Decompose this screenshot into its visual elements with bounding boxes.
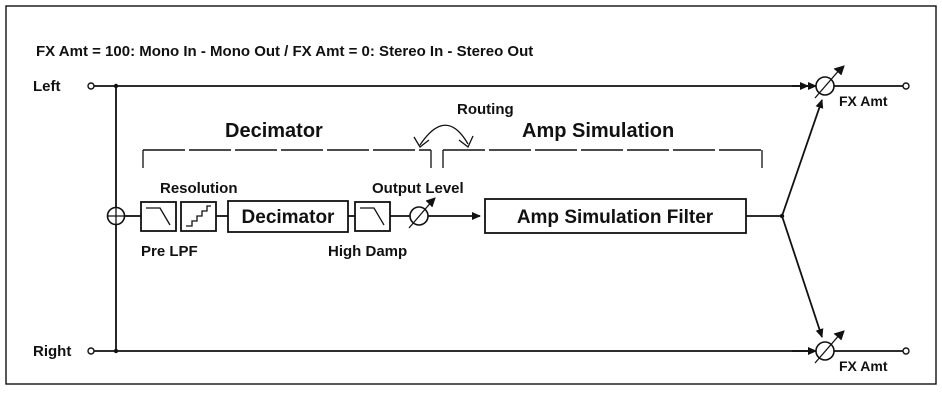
- resolution-label: Resolution: [160, 180, 238, 197]
- summing-junction-icon: [106, 206, 126, 226]
- decimator-section-label: Decimator: [225, 120, 323, 142]
- pre-lpf-icon: [140, 201, 177, 232]
- fx-amt-top-label: FX Amt: [839, 93, 888, 109]
- fx-amt-bottom-label: FX Amt: [839, 358, 888, 374]
- pre-lpf-label: Pre LPF: [141, 243, 198, 260]
- split-to-left-arrow: [781, 99, 824, 217]
- amp-simulation-section-label: Amp Simulation: [522, 120, 674, 142]
- routing-swap-icon: [413, 124, 474, 149]
- right-input-label: Right: [33, 343, 71, 360]
- diagram-frame: [5, 5, 937, 385]
- amp-simulation-section-bracket: [442, 149, 763, 168]
- header-description: FX Amt = 100: Mono In - Mono Out / FX Am…: [36, 43, 533, 60]
- decimator-section-bracket: [142, 149, 432, 168]
- decimator-block-label: Decimator: [242, 207, 336, 228]
- left-output-terminal: [902, 82, 910, 90]
- high-damp-label: High Damp: [328, 243, 407, 260]
- output-level-label: Output Level: [372, 180, 464, 197]
- routing-label: Routing: [457, 101, 514, 118]
- output-level-icon: [408, 197, 436, 229]
- fx-amt-top-icon: [814, 65, 845, 99]
- amp-simulation-filter-label: Amp Simulation Filter: [517, 207, 714, 228]
- split-to-right-arrow: [781, 215, 824, 338]
- high-damp-icon: [354, 201, 391, 232]
- right-input-terminal: [87, 347, 95, 355]
- fx-amt-bottom-icon: [814, 330, 845, 364]
- left-input-terminal: [87, 82, 95, 90]
- right-output-terminal: [902, 347, 910, 355]
- left-input-label: Left: [33, 78, 61, 95]
- amp-simulation-filter-block: [484, 198, 747, 234]
- resolution-icon: [180, 201, 217, 232]
